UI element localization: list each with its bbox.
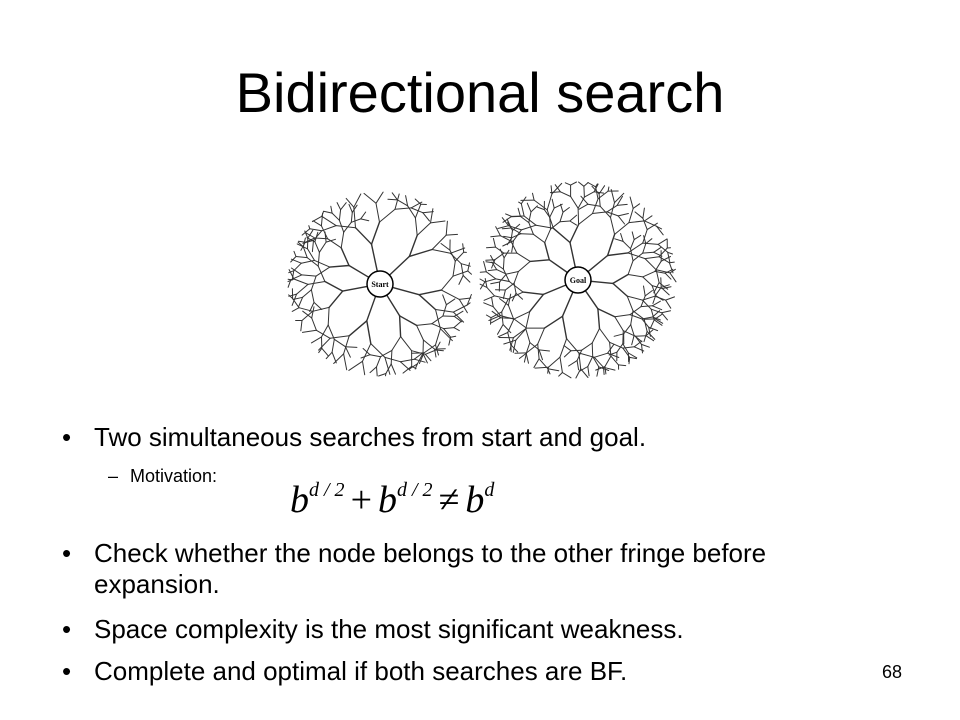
- formula-exponent: d: [484, 479, 495, 501]
- bullet-dot: •: [62, 656, 72, 686]
- goal-search-tree: [479, 181, 677, 379]
- bullet-item: • Complete and optimal if both searches …: [62, 656, 882, 687]
- formula-exponent: d / 2: [309, 479, 345, 501]
- formula-exponent: d / 2: [397, 479, 433, 501]
- sub-bullet-item: –Motivation:: [108, 465, 217, 487]
- formula-plus: +: [350, 479, 372, 521]
- page-number: 68: [881, 662, 902, 682]
- bullet-text: Complete and optimal if both searches ar…: [94, 656, 628, 686]
- bullet-dot: •: [62, 422, 72, 452]
- formula-not-equal: ≠: [438, 479, 460, 521]
- bullet-item: • Space complexity is the most significa…: [62, 614, 882, 645]
- sub-bullet-label: Motivation:: [130, 466, 218, 486]
- bullet-item: • Two simultaneous searches from start a…: [62, 422, 882, 453]
- motivation-formula: bd / 2+bd / 2≠bd: [290, 466, 494, 524]
- formula-base: b: [378, 479, 397, 521]
- bullet-dot: •: [62, 538, 72, 568]
- bullet-text: Two simultaneous searches from start and…: [94, 422, 647, 452]
- slide-title: Bidirectional search: [235, 61, 725, 124]
- formula-base: b: [290, 479, 309, 521]
- bullet-dot: •: [62, 614, 72, 644]
- start-node-label: Start: [371, 280, 389, 289]
- search-trees-figure: Start Goal: [287, 181, 677, 379]
- start-search-tree: [287, 191, 472, 377]
- sub-bullet-dash: –: [108, 466, 119, 486]
- goal-node: [564, 266, 592, 294]
- start-node: [366, 270, 394, 298]
- goal-node-label: Goal: [570, 276, 587, 285]
- bullet-text: Check whether the node belongs to the ot…: [94, 538, 767, 599]
- bullet-item: • Check whether the node belongs to the …: [62, 538, 882, 600]
- formula-base: b: [465, 479, 485, 521]
- bullet-text: Space complexity is the most significant…: [94, 614, 684, 644]
